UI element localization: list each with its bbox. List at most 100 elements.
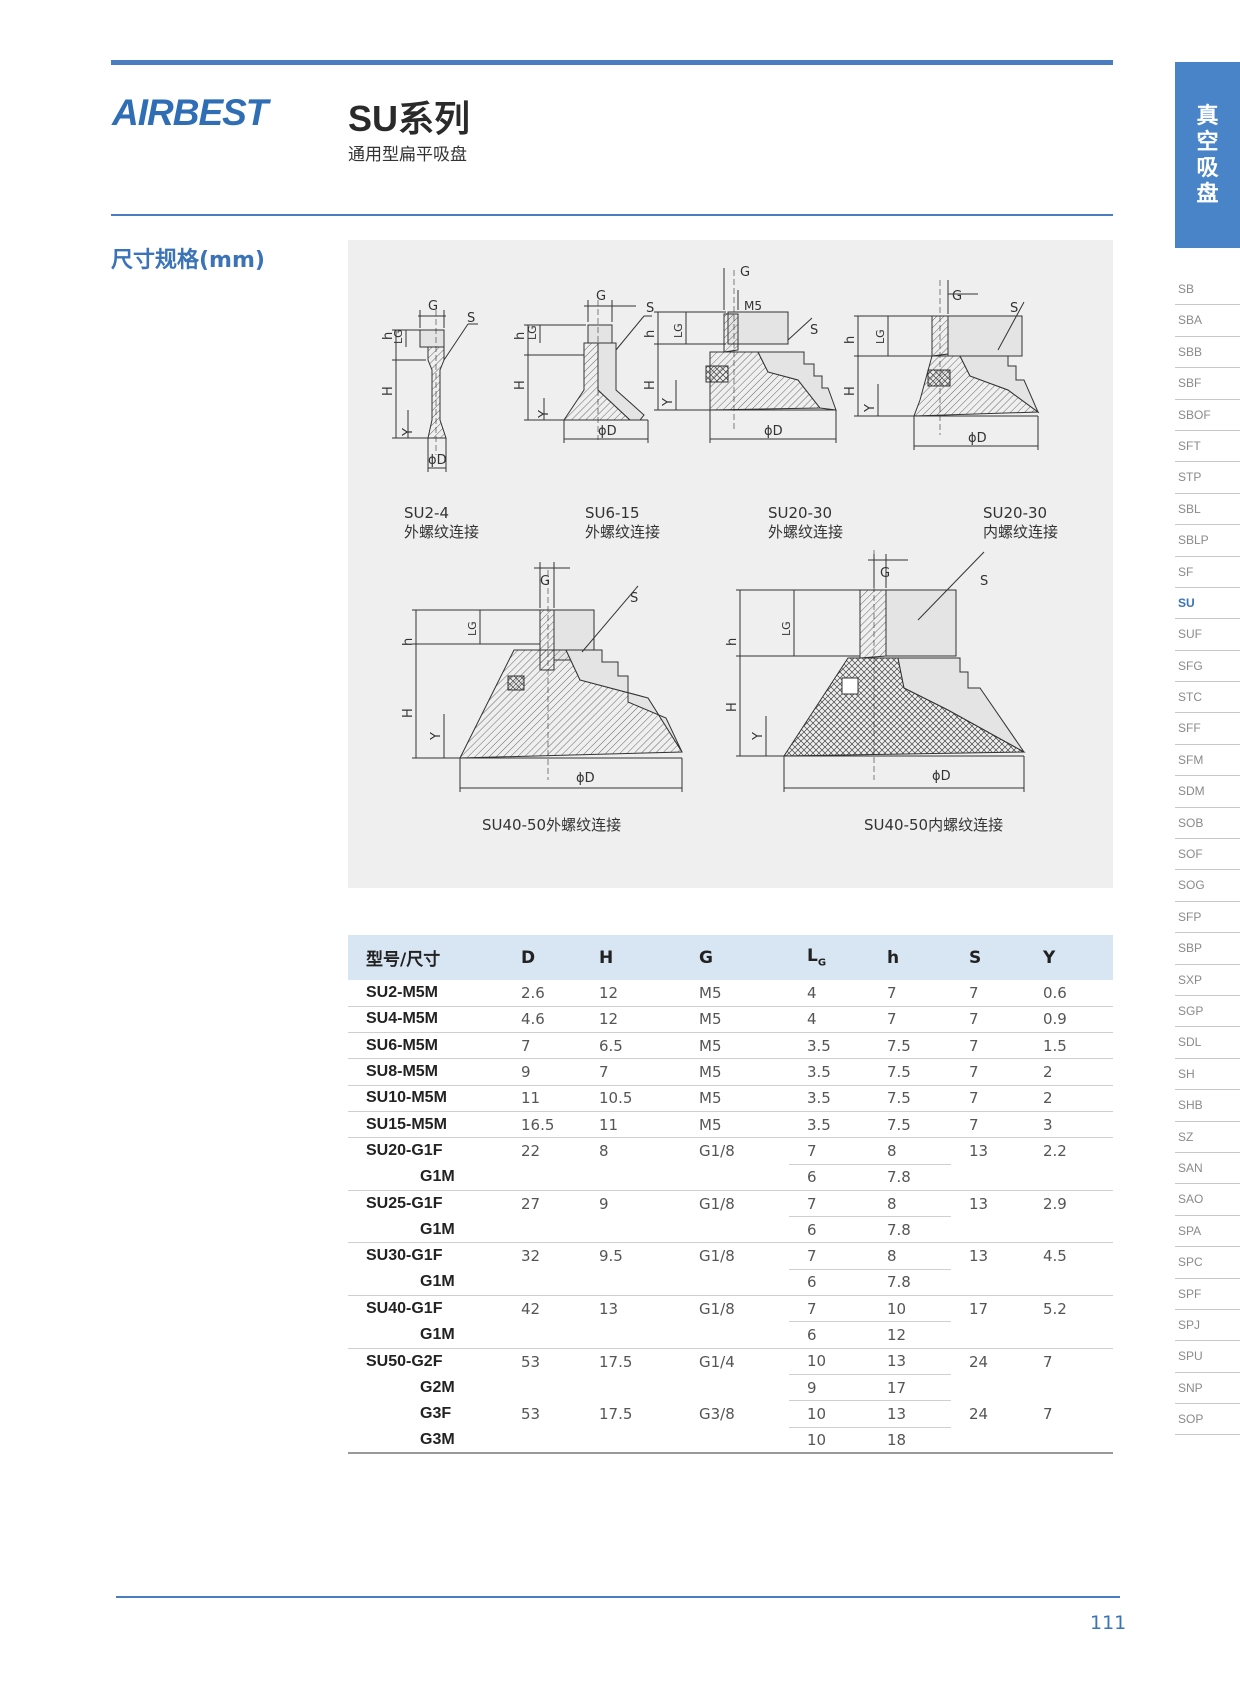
side-nav-item-spf[interactable]: SPF [1175, 1279, 1240, 1310]
cell-h: 13 [599, 1299, 619, 1318]
cell-h: 7.5 [869, 1032, 951, 1060]
cell-h [581, 1216, 681, 1244]
side-nav-item-sog[interactable]: SOG [1175, 870, 1240, 902]
diagram-caption-su20-30-internal: SU20-30 内螺纹连接 [983, 504, 1058, 542]
side-nav-item-sf[interactable]: SF [1175, 557, 1240, 588]
side-nav-item-sfp[interactable]: SFP [1175, 902, 1240, 934]
dim-label-d: ϕD [598, 424, 617, 439]
cell-y: 5.2 [1043, 1299, 1067, 1318]
cell-d: 22 [521, 1142, 541, 1161]
side-nav-item-sz[interactable]: SZ [1175, 1122, 1240, 1153]
cell-lg: 6 [789, 1164, 869, 1191]
cell-s: 24 [969, 1404, 989, 1423]
dim-label-h-upper: H [843, 386, 858, 396]
side-nav-item-spc[interactable]: SPC [1175, 1247, 1240, 1279]
side-nav-item-sdm[interactable]: SDM [1175, 776, 1240, 808]
side-nav-item-sbl[interactable]: SBL [1175, 494, 1240, 526]
side-nav-item-sbp[interactable]: SBP [1175, 933, 1240, 965]
cell-g [681, 1374, 789, 1400]
side-nav-item-sop[interactable]: SOP [1175, 1404, 1240, 1436]
side-nav-item-su[interactable]: SU [1175, 588, 1240, 620]
side-nav-item-stc[interactable]: STC [1175, 682, 1240, 714]
caption-model: SU20-30 [768, 504, 833, 522]
side-nav-item-snp[interactable]: SNP [1175, 1373, 1240, 1405]
dim-label-g: G [740, 265, 750, 280]
cell-g: M5 [681, 980, 789, 1007]
col-header-lg: LG [789, 935, 869, 980]
technical-drawings: G S h H Y LG ϕD G S h H Y LG ϕD G M5 S h… [381, 265, 1040, 792]
dim-label-m5: M5 [744, 299, 762, 313]
top-rule [111, 60, 1113, 65]
side-nav-item-sbb[interactable]: SBB [1175, 337, 1240, 369]
side-nav-item-spu[interactable]: SPU [1175, 1341, 1240, 1373]
side-nav-item-sbf[interactable]: SBF [1175, 368, 1240, 400]
side-nav-item-sbof[interactable]: SBOF [1175, 400, 1240, 431]
cell-d [503, 1164, 581, 1191]
cell-s: 17 [969, 1299, 989, 1318]
cell-y [1025, 1321, 1113, 1349]
dim-label-g: G [952, 289, 962, 304]
side-nav-item-sb[interactable]: SB [1175, 274, 1240, 306]
cell-d: 9 [503, 1058, 581, 1086]
side-nav-item-sh[interactable]: SH [1175, 1059, 1240, 1091]
dim-label-h: h [843, 336, 858, 344]
side-nav-item-sfg[interactable]: SFG [1175, 651, 1240, 683]
dim-label-g: G [880, 566, 890, 581]
cell-h [581, 1164, 681, 1191]
cell-y: 0.9 [1025, 1006, 1113, 1034]
drawing-su2-4 [392, 310, 478, 472]
side-nav-item-sff[interactable]: SFF [1175, 713, 1240, 745]
side-nav-item-sxp[interactable]: SXP [1175, 965, 1240, 996]
cell-s [951, 1374, 1025, 1400]
cell-model: G1M [348, 1164, 503, 1191]
side-nav-item-suf[interactable]: SUF [1175, 619, 1240, 651]
side-nav-item-sdl[interactable]: SDL [1175, 1027, 1240, 1059]
side-nav-item-sao[interactable]: SAO [1175, 1184, 1240, 1216]
side-nav-item-spj[interactable]: SPJ [1175, 1310, 1240, 1342]
dim-label-d: ϕD [428, 453, 447, 468]
side-nav-item-stp[interactable]: STP [1175, 462, 1240, 494]
cell-lg: 4 [789, 1006, 869, 1034]
cell-y: 2.9 [1043, 1194, 1067, 1213]
cell-model: G2M [420, 1378, 455, 1396]
side-nav-item-sblp[interactable]: SBLP [1175, 525, 1240, 557]
dimension-labels: G S h H Y LG ϕD G S h H Y LG ϕD G M5 S h… [381, 265, 1018, 786]
cell-y: 7 [1043, 1404, 1053, 1423]
cell-h: 7.8 [869, 1269, 951, 1297]
dim-label-y: Y [401, 428, 416, 437]
col-header-d: D [503, 935, 581, 980]
cell-g: G3/8 [699, 1404, 735, 1423]
drawing-su6-15 [524, 300, 652, 443]
side-nav-item-sgp[interactable]: SGP [1175, 996, 1240, 1028]
cell-lg: 7 [789, 1242, 869, 1270]
side-tab-char: 吸 [1196, 156, 1219, 181]
drawing-su20-30-external [654, 268, 837, 443]
cell-s: 24 [969, 1352, 989, 1371]
drawing-su40-50-external [412, 562, 683, 792]
side-nav-item-spa[interactable]: SPA [1175, 1216, 1240, 1248]
cell-lg: 7 [789, 1295, 869, 1323]
dim-label-s: S [810, 323, 818, 338]
cell-y: 1.5 [1025, 1032, 1113, 1060]
cell-lg: 10 [789, 1348, 869, 1375]
side-nav-item-shb[interactable]: SHB [1175, 1090, 1240, 1122]
cell-d: 2.6 [503, 980, 581, 1007]
cell-g: M5 [681, 1085, 789, 1112]
side-nav-item-sof[interactable]: SOF [1175, 839, 1240, 871]
cell-d: 11 [503, 1085, 581, 1112]
cell-h [581, 1321, 681, 1349]
cell-s [951, 1216, 1025, 1244]
side-nav-item-sba[interactable]: SBA [1175, 305, 1240, 337]
side-nav-item-sfm[interactable]: SFM [1175, 745, 1240, 777]
side-category-tab[interactable]: 真 空 吸 盘 [1175, 62, 1240, 248]
side-nav-item-sob[interactable]: SOB [1175, 808, 1240, 840]
side-nav-item-sft[interactable]: SFT [1175, 431, 1240, 463]
cell-d [503, 1216, 581, 1244]
cell-g: M5 [681, 1006, 789, 1034]
side-nav-item-san[interactable]: SAN [1175, 1153, 1240, 1185]
dim-label-g: G [596, 289, 606, 304]
cell-model: SU10-M5M [348, 1085, 503, 1112]
